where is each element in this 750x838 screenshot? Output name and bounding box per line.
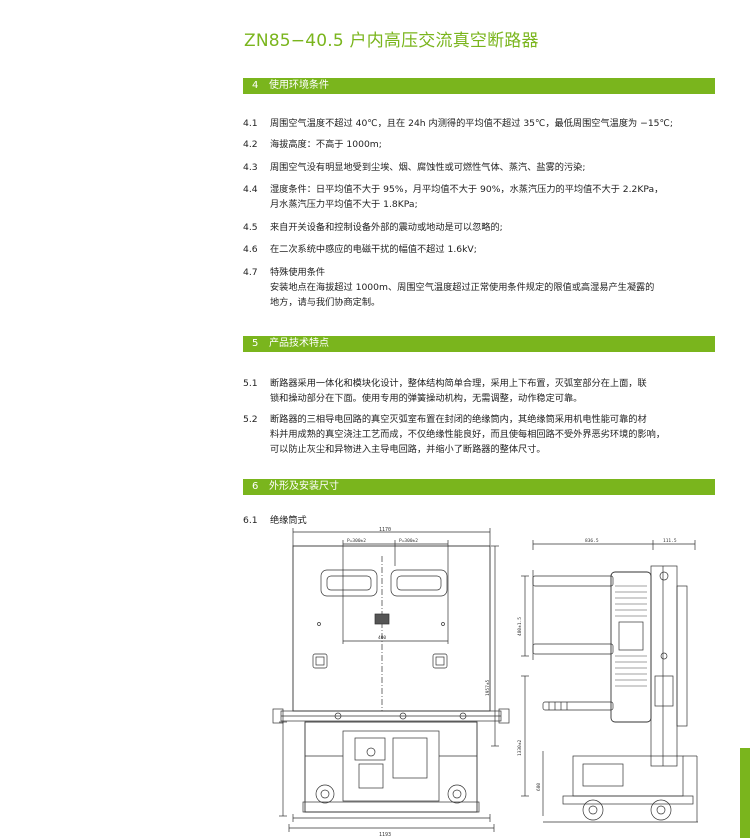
dim-bottom-width: 1193 bbox=[379, 832, 391, 838]
item-text: 断路器采用一体化和模块化设计，整体结构简单合理，采用上下布置，灭弧室部分在上面，… bbox=[270, 378, 647, 389]
item-number: 5.1 bbox=[243, 378, 258, 389]
section-label: 使用环境条件 bbox=[269, 80, 329, 91]
technical-drawing: 1170 P=300±2 P=300±2 400 1957±5 bbox=[272, 527, 698, 838]
dim-pitch-left: P=300±2 bbox=[347, 538, 366, 544]
section-header-5: 5 产品技术特点 bbox=[243, 336, 715, 352]
item-number: 5.2 bbox=[243, 414, 258, 425]
item-text: 月水蒸汽压力平均值不大于 1.8KPa; bbox=[270, 199, 418, 210]
item-number: 4.3 bbox=[243, 162, 258, 173]
item-text: 锁和操动部分在下面。使用专用的弹簧操动机构，无需调整，动作稳定可靠。 bbox=[270, 393, 583, 404]
section-header-6: 6 外形及安装尺寸 bbox=[243, 479, 715, 495]
item-number: 4.5 bbox=[243, 222, 258, 233]
item-number: 6.1 bbox=[243, 515, 258, 526]
item-text: 湿度条件：日平均值不大于 95%，月平均值不大于 90%，水蒸汽压力的平均值不大… bbox=[270, 184, 664, 195]
dim-low-left: 680 bbox=[536, 783, 542, 791]
item-text: 周围空气没有明显地受到尘埃、烟、腐蚀性或可燃性气体、蒸汽、盐雾的污染; bbox=[270, 162, 586, 173]
item-number: 4.7 bbox=[243, 267, 258, 278]
front-view: 1170 P=300±2 P=300±2 400 1957±5 bbox=[272, 527, 510, 838]
item-number: 4.1 bbox=[243, 118, 258, 129]
item-number: 4.4 bbox=[243, 184, 258, 195]
item-number: 4.6 bbox=[243, 244, 258, 255]
section-number: 4 bbox=[252, 80, 259, 91]
side-view: 836.5 111.5 480±1.5 1330±2 680 bbox=[517, 538, 698, 823]
item-text: 断路器的三相导电回路的真空灭弧室布置在封闭的绝缘筒内，其绝缘筒采用机电性能可靠的… bbox=[270, 414, 647, 425]
dim-height-right: 1957±5 bbox=[485, 679, 491, 696]
item-number: 4.2 bbox=[243, 139, 258, 150]
dim-center: 400 bbox=[378, 635, 386, 641]
page-title: ZN85−40.5 户内高压交流真空断路器 bbox=[244, 31, 539, 51]
item-text: 在二次系统中感应的电磁干扰的幅值不超过 1.6kV; bbox=[270, 244, 477, 255]
section-number: 6 bbox=[252, 481, 259, 492]
item-text: 特殊使用条件 bbox=[270, 267, 326, 278]
section-label: 产品技术特点 bbox=[269, 338, 329, 349]
item-text: 绝缘筒式 bbox=[270, 515, 307, 526]
page-edge-tab bbox=[740, 748, 750, 838]
dim-upper-height: 480±1.5 bbox=[517, 617, 523, 636]
item-text: 周围空气温度不超过 40℃，且在 24h 内测得的平均值不超过 35℃，最低周围… bbox=[270, 118, 673, 129]
dim-top-depth: 836.5 bbox=[585, 538, 599, 544]
item-text: 来自开关设备和控制设备外部的震动或地动是可以忽略的; bbox=[270, 222, 503, 233]
item-text: 海拔高度：不高于 1000m; bbox=[270, 139, 382, 150]
item-text: 可以防止灰尘和异物进入主导电回路，并缩小了断路器的整体尺寸。 bbox=[270, 444, 546, 455]
section-label: 外形及安装尺寸 bbox=[269, 481, 339, 492]
dim-lower-height: 1330±2 bbox=[517, 739, 523, 756]
dim-pitch-right: P=300±2 bbox=[399, 538, 418, 544]
item-text: 地方，请与我们协商定制。 bbox=[270, 297, 381, 308]
section-header-4: 4 使用环境条件 bbox=[243, 78, 715, 94]
item-text: 安装地点在海拔超过 1000m、周围空气温度超过正常使用条件规定的限值或高湿易产… bbox=[270, 282, 655, 293]
item-text: 料并用成熟的真空浇注工艺而成，不仅绝缘性能良好，而且使每相回路不受外界恶劣环境的… bbox=[270, 429, 666, 440]
dim-top-width: 1170 bbox=[379, 527, 391, 533]
dim-top-right: 111.5 bbox=[663, 538, 677, 544]
section-number: 5 bbox=[252, 338, 259, 349]
